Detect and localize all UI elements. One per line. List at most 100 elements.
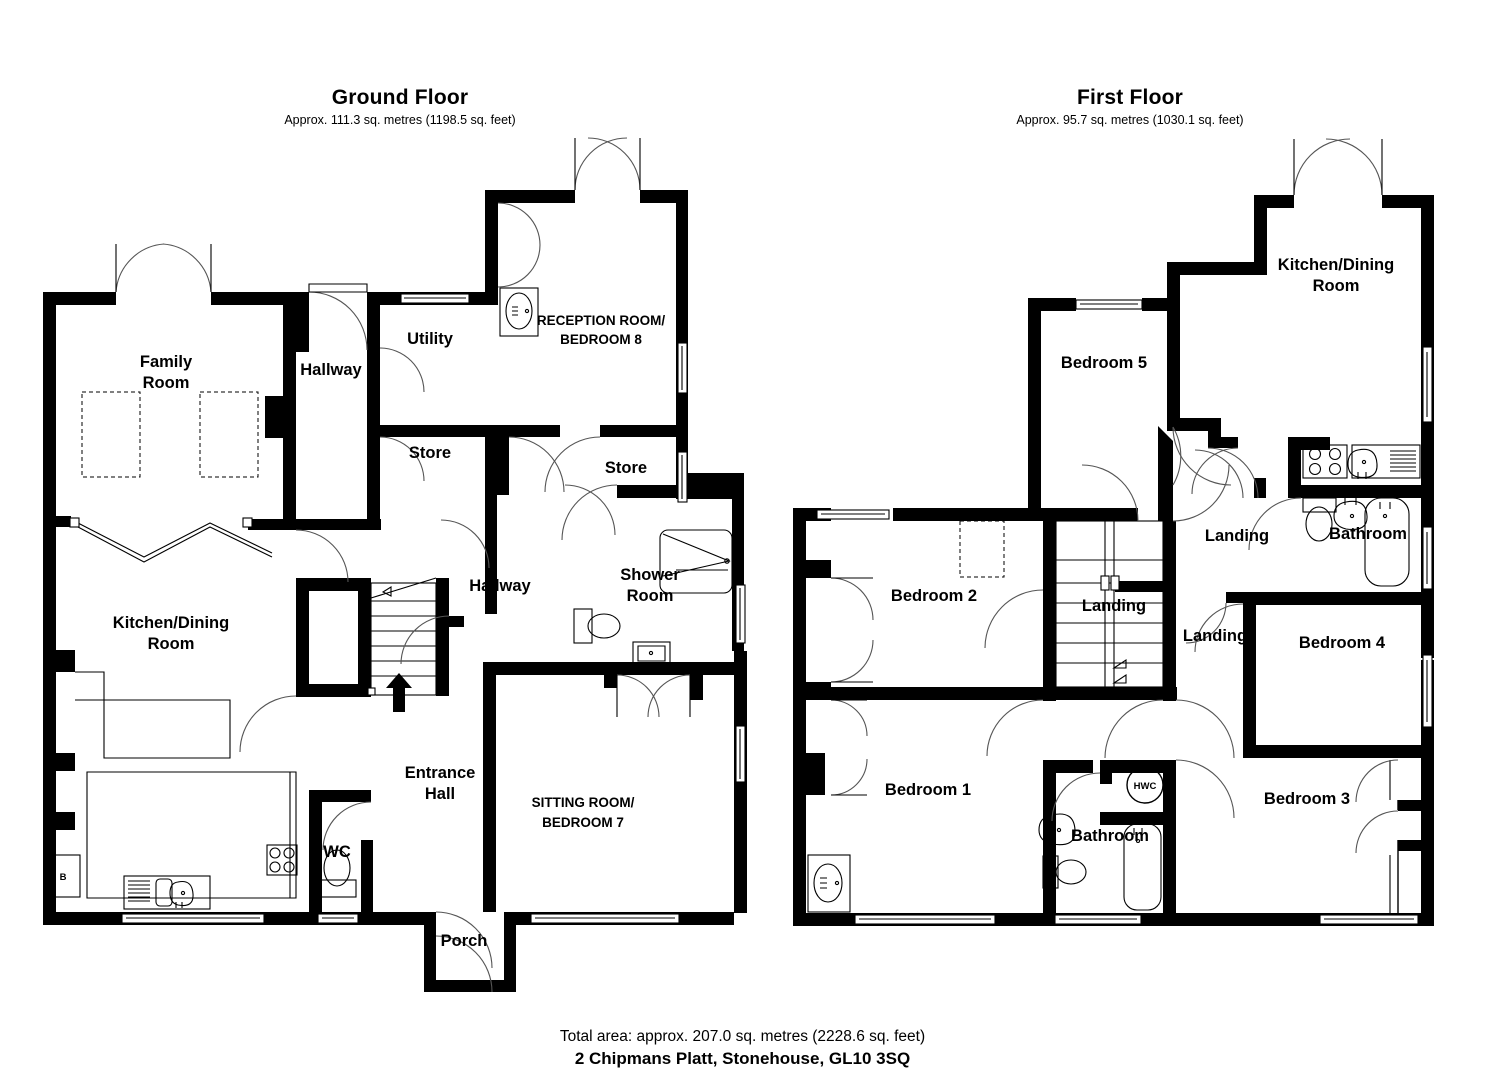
first-floor-fixtures: HWC xyxy=(807,444,1421,917)
door-swing xyxy=(239,695,297,753)
door-swing xyxy=(508,436,565,493)
kitchen-run xyxy=(268,771,297,899)
first-floor-doors xyxy=(830,138,1399,854)
sink-icon xyxy=(1351,444,1421,479)
door-swing xyxy=(830,577,874,621)
basin-icon xyxy=(1333,500,1368,531)
door-swing xyxy=(544,436,601,493)
door-swing xyxy=(497,244,541,288)
bifold-door-glazing xyxy=(77,522,273,558)
door-swing xyxy=(1355,759,1399,803)
toilet-pan xyxy=(323,849,351,887)
room-label-hallway-lower: Hallway xyxy=(469,577,531,595)
shower-tray xyxy=(659,529,733,594)
door-swing xyxy=(1172,426,1232,486)
ground-floor-title: Ground Floor xyxy=(331,86,469,109)
door-swing xyxy=(830,758,868,796)
door-swing xyxy=(1172,464,1230,522)
room-label-bedroom-1: Bedroom 1 xyxy=(885,781,971,799)
door-swing xyxy=(1325,138,1383,196)
cupboard-outline xyxy=(1330,855,1391,917)
sink-icon xyxy=(123,875,211,910)
room-label-bedroom-5: Bedroom 5 xyxy=(1061,354,1147,372)
door-swing xyxy=(379,436,425,482)
room-label-entrance-hall-2: Hall xyxy=(425,785,455,803)
basin-box xyxy=(807,854,851,913)
ground-floor-subtitle: Approx. 111.3 sq. metres (1198.5 sq. fee… xyxy=(284,113,516,128)
room-label-landing-2: Landing xyxy=(1082,597,1146,615)
room-label-bedroom-3: Bedroom 3 xyxy=(1264,790,1350,808)
door-swing xyxy=(1051,772,1101,822)
door-swing xyxy=(497,202,541,246)
property-address: 2 Chipmans Platt, Stonehouse, GL10 3SQ xyxy=(574,1049,911,1068)
door-swing xyxy=(400,615,450,665)
door-swing xyxy=(322,801,372,851)
door-swing xyxy=(295,529,349,583)
staircase xyxy=(1055,520,1164,691)
room-label-kitchen-dining-ff-2: Room xyxy=(1313,277,1360,295)
door-swing xyxy=(574,137,628,191)
door-swing xyxy=(1081,464,1139,522)
door-swing xyxy=(1104,699,1164,759)
room-label-kitchen-dining-2: Room xyxy=(148,635,195,653)
door-swing xyxy=(1175,759,1235,819)
door-swing xyxy=(1355,810,1399,854)
door-swing xyxy=(308,291,368,351)
first-floor-title: First Floor xyxy=(1076,86,1184,109)
room-label-shower-room-2: Room xyxy=(627,587,674,605)
furniture-outline xyxy=(81,391,141,478)
door-swing xyxy=(1172,426,1182,486)
door-swing xyxy=(986,699,1044,757)
staircase xyxy=(367,577,437,712)
door-swing xyxy=(435,935,493,993)
door-swing xyxy=(1293,138,1351,196)
door-swing xyxy=(440,519,490,569)
door-swing xyxy=(830,699,868,737)
basin-box xyxy=(632,641,671,669)
first-floor-heading: First Floor Approx. 95.7 sq. metres (103… xyxy=(930,86,1330,127)
bifold-door-glazing xyxy=(77,526,273,563)
furniture-outline xyxy=(959,520,1005,578)
ground-floor-room-labels: Family Room Hallway Utility RECEPTION RO… xyxy=(113,313,681,950)
room-label-reception-bed8-2: BEDROOM 8 xyxy=(560,332,642,347)
door-swing xyxy=(1248,497,1302,551)
bath-icon xyxy=(1364,497,1410,587)
first-floor-subtitle: Approx. 95.7 sq. metres (1030.1 sq. feet… xyxy=(1016,113,1244,128)
toilet-cistern xyxy=(573,608,593,644)
door-swing xyxy=(587,137,641,191)
room-label-bathroom-lower: Bathroom xyxy=(1071,827,1149,845)
door-swing xyxy=(1194,603,1244,653)
ground-floor-fixtures: B xyxy=(46,287,733,910)
total-area-text: Total area: approx. 207.0 sq. metres (22… xyxy=(559,1028,926,1045)
door-swing xyxy=(830,639,874,683)
toilet-cistern xyxy=(1302,497,1337,513)
room-label-entrance-hall: Entrance xyxy=(405,764,476,782)
door-swing xyxy=(435,911,493,969)
door-swing xyxy=(564,484,616,536)
sink-draining-lines xyxy=(128,880,150,902)
furniture-outline xyxy=(199,391,259,478)
footer: Total area: approx. 207.0 sq. metres (22… xyxy=(0,1028,1485,1069)
hob-icon xyxy=(266,844,298,876)
room-label-family-room: Family xyxy=(140,353,193,371)
door-swing xyxy=(647,674,691,718)
room-label-shower-room: Shower xyxy=(620,566,680,584)
door-swing xyxy=(561,484,618,541)
room-label-utility: Utility xyxy=(407,330,454,348)
first-floor-room-labels: Kitchen/Dining Room Bedroom 5 Landing Ba… xyxy=(885,256,1407,845)
room-label-bathroom-upper: Bathroom xyxy=(1329,525,1407,543)
door-swing xyxy=(984,589,1044,649)
room-label-family-room-2: Room xyxy=(143,374,190,392)
hot-water-cylinder-icon xyxy=(1126,766,1164,804)
room-label-store-left: Store xyxy=(409,444,451,462)
door-swing xyxy=(1207,447,1259,499)
room-label-store-right: Store xyxy=(605,459,647,477)
toilet-cistern xyxy=(1042,855,1059,889)
hwc-label: HWC xyxy=(1134,781,1157,792)
room-label-kitchen-dining-ff: Kitchen/Dining xyxy=(1278,256,1394,274)
room-label-hallway-upper: Hallway xyxy=(300,361,362,379)
boiler-label: B xyxy=(60,872,67,883)
basin-icon xyxy=(1038,813,1076,846)
room-label-porch: Porch xyxy=(441,932,488,950)
